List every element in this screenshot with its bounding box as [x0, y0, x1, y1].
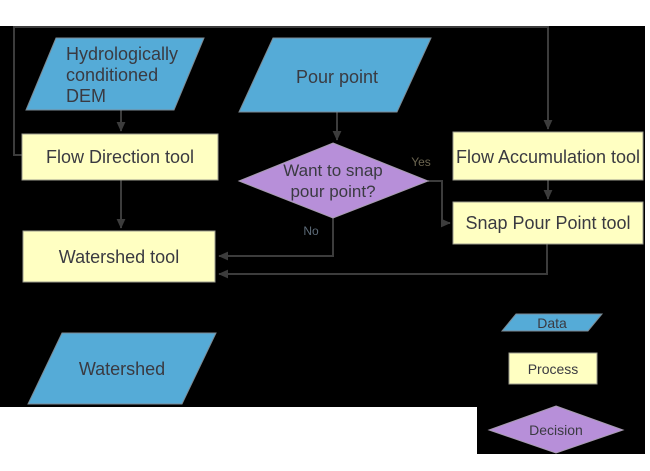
- legend-process-shape: [508, 352, 598, 385]
- connector-flowdirection-to-flowaccumulation: [13, 26, 553, 156]
- dem-label-line3: DEM: [66, 86, 106, 106]
- watershed-parallelogram: [27, 332, 217, 405]
- snap-pour-point-box: [452, 201, 644, 245]
- connector-decision-no-to-watershedtool: [218, 218, 334, 261]
- yes-edge-label: Yes: [411, 155, 431, 169]
- legend-data-shape: [500, 313, 604, 332]
- legend: Data Process Decision: [487, 313, 625, 454]
- flow-direction-box: [21, 133, 219, 181]
- dem-label-line1: Hydrologically: [66, 44, 178, 64]
- flow-accumulation-box: [452, 131, 644, 181]
- watershed-label: Watershed: [79, 359, 165, 379]
- decision-diamond: [237, 142, 430, 219]
- legend-decision-label: Decision: [529, 422, 583, 438]
- watershed-tool-label: Watershed tool: [59, 247, 179, 267]
- flow-accumulation-label: Flow Accumulation tool: [456, 147, 640, 167]
- legend-decision-shape: [487, 405, 625, 454]
- pour-point-parallelogram: [238, 37, 432, 113]
- decision-label-line1: Want to snap: [283, 161, 383, 180]
- decision-label-line2: pour point?: [290, 182, 375, 201]
- no-edge-label: No: [303, 224, 319, 238]
- connector-snappourpoint-to-watershedtool: [218, 244, 548, 279]
- legend-process-label: Process: [528, 361, 579, 377]
- dem-parallelogram: [25, 37, 205, 111]
- legend-data-label: Data: [537, 315, 567, 331]
- dem-label-line2: conditioned: [66, 65, 158, 85]
- watershed-tool-box: [22, 230, 216, 283]
- snap-pour-point-label: Snap Pour Point tool: [465, 213, 630, 233]
- flow-direction-label: Flow Direction tool: [46, 147, 194, 167]
- pour-point-label: Pour point: [296, 67, 378, 87]
- connector-decision-yes-to-snappourpoint: [428, 180, 451, 228]
